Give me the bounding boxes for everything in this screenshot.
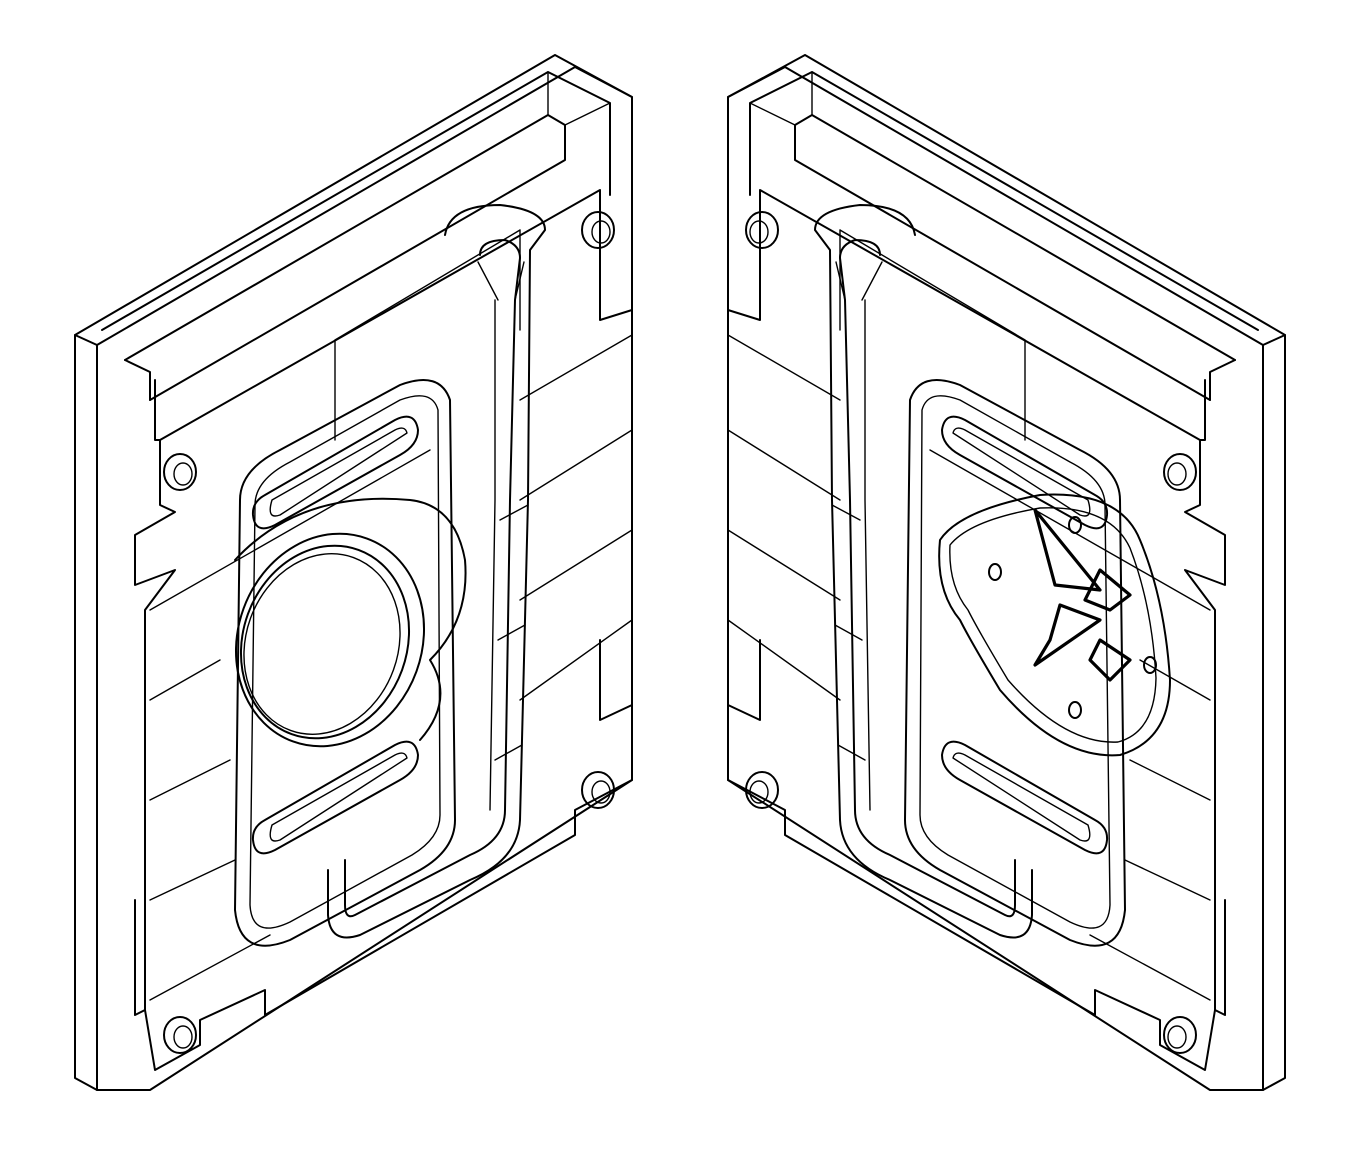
circular-cavity [234, 497, 467, 748]
mold-half-right [727, 54, 1286, 1091]
logo-emboss [1033, 508, 1132, 682]
mold-half-left [74, 54, 633, 1091]
ejector-pins [988, 516, 1157, 719]
part-cavity [938, 493, 1171, 757]
